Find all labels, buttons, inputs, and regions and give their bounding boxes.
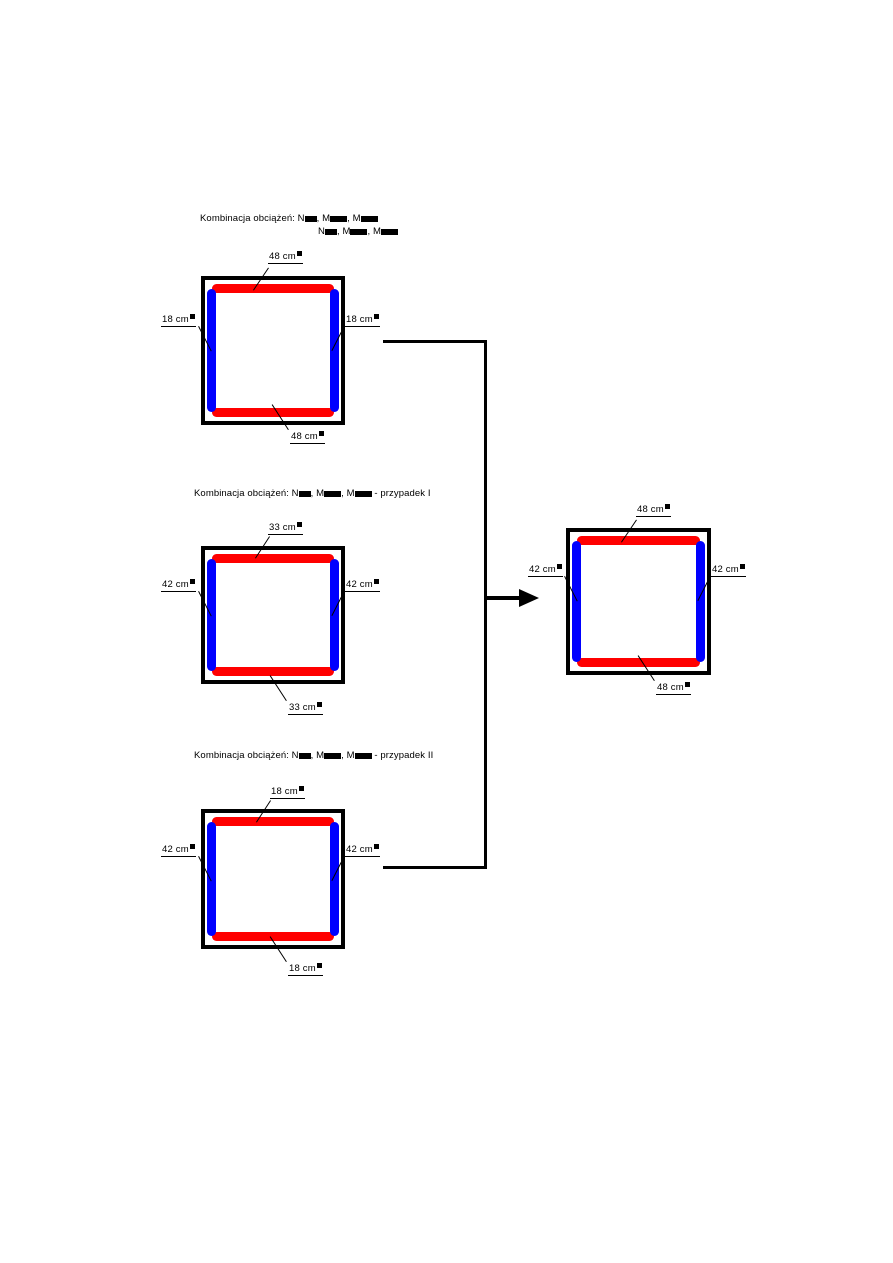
section-1-caption: Kombinacja obciążeń: N, M, M N, M, M [200,212,398,238]
unit-superscript [373,844,379,849]
section-1-label-top: 48 cm [268,250,303,265]
section-1-caption-line1: Kombinacja obciążeń: N, M, M [200,213,378,224]
section-1-label-right: 18 cm [345,313,380,328]
unit-superscript [316,702,322,707]
section-3-label-right: 42 cm [345,843,380,858]
arrow-stem [487,596,523,600]
section-2-label-top: 33 cm [268,521,303,536]
unit-superscript [316,963,322,968]
result-label-left: 42 cm [528,563,563,578]
unit-superscript [664,504,670,509]
cross-section-2 [201,546,345,684]
unit-superscript [684,682,690,687]
section-3-label-bottom: 18 cm [288,962,323,977]
unit-superscript [373,314,379,319]
redacted-subscript [354,491,372,497]
reinforcement-bar-right [696,541,705,662]
reinforcement-bar-left [207,559,216,671]
redacted-subscript [350,229,368,235]
redacted-subscript [380,229,398,235]
reinforcement-bar-top [212,284,334,293]
section-2-label-bottom: 33 cm [288,701,323,716]
unit-superscript [298,786,304,791]
bracket-spine [484,340,487,869]
unit-superscript [373,579,379,584]
unit-superscript [318,431,324,436]
reinforcement-bar-right [330,559,339,671]
section-2-label-right: 42 cm [345,578,380,593]
redacted-subscript [304,216,317,222]
redacted-subscript [298,491,311,497]
section-2-label-left: 42 cm [161,578,196,593]
reinforcement-bar-left [207,289,216,412]
redacted-subscript [324,753,342,759]
reinforcement-bar-bottom [212,932,334,941]
cross-section-1 [201,276,345,425]
reinforcement-bar-top [212,554,334,563]
arrow-head-icon [519,589,539,607]
result-label-top: 48 cm [636,503,671,518]
redacted-subscript [324,229,337,235]
unit-superscript [189,579,195,584]
reinforcement-bar-left [572,541,581,662]
reinforcement-bar-left [207,822,216,936]
section-1-label-bottom: 48 cm [290,430,325,445]
unit-superscript [296,251,302,256]
unit-superscript [189,314,195,319]
reinforcement-bar-right [330,822,339,936]
section-1-label-left: 18 cm [161,313,196,328]
reinforcement-bar-top [212,817,334,826]
reinforcement-bar-bottom [577,658,700,667]
unit-superscript [296,522,302,527]
bracket-branch-bottom [383,866,487,869]
cross-section-result [566,528,711,675]
reinforcement-bar-bottom [212,408,334,417]
cross-section-3 [201,809,345,949]
reinforcement-bar-top [577,536,700,545]
result-label-bottom: 48 cm [656,681,691,696]
reinforcement-bar-bottom [212,667,334,676]
section-2-caption: Kombinacja obciążeń: N, M, M - przypadek… [194,488,431,499]
unit-superscript [189,844,195,849]
result-label-right: 42 cm [711,563,746,578]
reinforcement-bar-right [330,289,339,412]
unit-superscript [739,564,745,569]
section-3-caption: Kombinacja obciążeń: N, M, M - przypadek… [194,750,434,761]
redacted-subscript [330,216,348,222]
section-3-label-left: 42 cm [161,843,196,858]
redacted-subscript [360,216,378,222]
unit-superscript [556,564,562,569]
redacted-subscript [324,491,342,497]
section-1-caption-line2: N, M, M [200,225,398,238]
bracket-branch-top [383,340,487,343]
section-3-label-top: 18 cm [270,785,305,800]
redacted-subscript [298,753,311,759]
redacted-subscript [354,753,372,759]
